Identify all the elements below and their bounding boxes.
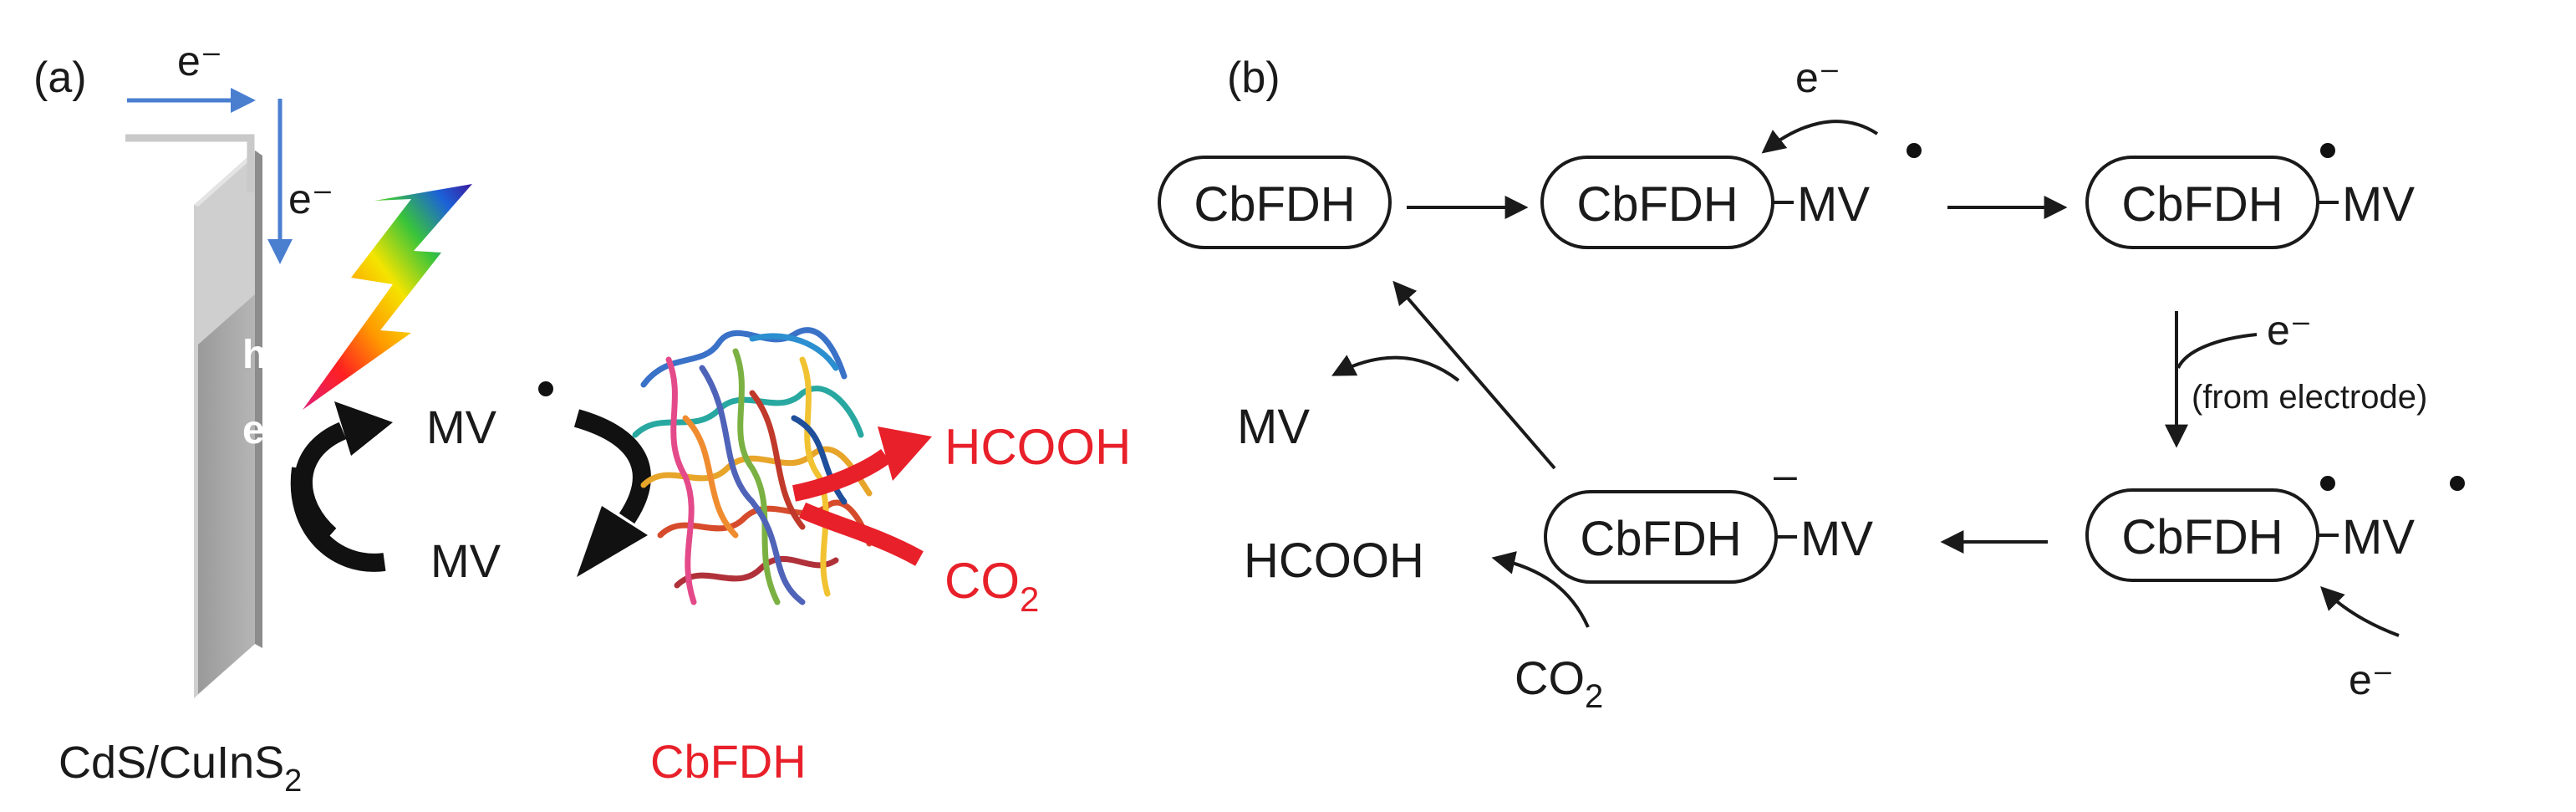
- panel-b-label: (b): [1227, 54, 1280, 102]
- mv-radical-label: MV: [426, 401, 497, 453]
- mv-released-label: MV: [1237, 400, 1310, 454]
- electrode-label-base: CdS/CuInS: [59, 738, 284, 788]
- enzyme-node-1-label: CbFDH: [1194, 177, 1355, 232]
- mv-node-3: MV: [2342, 177, 2415, 232]
- from-electrode-label: (from electrode): [2192, 379, 2427, 416]
- radical-dot-node-3: [2320, 143, 2335, 158]
- panel-a: (a) e⁻ e⁻ h⁺ e⁻ MV: [33, 38, 1131, 799]
- electrode-label-sub: 2: [284, 763, 302, 799]
- electron-input-curve: [2176, 333, 2258, 369]
- protein-ribbon-icon: [632, 327, 873, 605]
- electrode-top-edge: [194, 151, 259, 207]
- co2-to-hcooh-arrow: [1491, 551, 1590, 628]
- enzyme-label: CbFDH: [650, 735, 807, 788]
- radical-dot-node-4-enzyme: [2320, 476, 2335, 491]
- electron-label-lead: e⁻: [288, 176, 333, 222]
- enzyme-node-2-label: CbFDH: [1576, 177, 1738, 232]
- product-arrowhead: [878, 426, 932, 481]
- electron-label-right: e⁻: [2267, 307, 2312, 354]
- co2-label: CO2: [1515, 651, 1603, 715]
- substrate-label: CO2: [944, 553, 1039, 619]
- mv-node-5: MV: [1800, 512, 1873, 566]
- enzyme-node-3-label: CbFDH: [2121, 177, 2283, 232]
- enzyme-node-5-label: CbFDH: [1580, 512, 1741, 566]
- electrode-front-face: [198, 294, 255, 694]
- electrode-label: CdS/CuInS2: [59, 738, 302, 799]
- substrate-label-base: CO: [944, 553, 1020, 609]
- radical-dot-node-4-mv: [2450, 476, 2465, 491]
- panel-b: (b) CbFDH CbFDH MV e⁻ CbFDH MV e⁻ (from …: [1158, 54, 2465, 715]
- enzyme-node-4-label: CbFDH: [2121, 510, 2283, 564]
- negative-charge-sign: –: [1774, 452, 1797, 498]
- hcooh-label: HCOOH: [1244, 534, 1424, 588]
- mv-oxidation-arrowhead: [577, 506, 648, 577]
- arrow-5-to-1: [1392, 280, 1556, 470]
- product-label: HCOOH: [944, 419, 1131, 475]
- electron-label-top: e⁻: [1795, 54, 1840, 101]
- electrode: [194, 151, 262, 698]
- enzyme-node-1: [1158, 156, 1392, 249]
- external-circuit: e⁻ e⁻: [125, 38, 333, 264]
- electron-transfer-arrow-bottom: [2320, 586, 2400, 637]
- mv-node-2: MV: [1797, 177, 1870, 232]
- substrate-label-sub: 2: [1020, 580, 1039, 619]
- mv-oxidation-arrow: [573, 409, 651, 524]
- mv-node-4: MV: [2342, 510, 2415, 564]
- electron-transfer-arrow-top: [1761, 120, 1879, 154]
- co2-label-base: CO: [1515, 651, 1585, 704]
- electron-label-top: e⁻: [177, 38, 222, 84]
- substrate-arrow: [798, 502, 924, 566]
- co2-label-sub: 2: [1585, 678, 1603, 715]
- radical-dot-node-2: [1907, 143, 1922, 158]
- radical-dot: [538, 381, 553, 396]
- lightning-rainbow-icon: [303, 184, 472, 410]
- mv-cycle-arrows: [290, 401, 651, 577]
- wire-lead: [125, 134, 255, 192]
- mv-label: MV: [430, 534, 501, 587]
- mv-reduction-arrowhead: [334, 401, 393, 456]
- electrode-edge: [255, 151, 262, 648]
- electron-label-bottom: e⁻: [2349, 656, 2394, 703]
- panel-a-label: (a): [33, 54, 87, 102]
- product-arrow: [792, 448, 891, 502]
- hole-label: h⁺: [242, 333, 288, 377]
- mv-return-arrow: [290, 467, 386, 572]
- mv-release-arrow: [1331, 355, 1460, 382]
- electron-on-electrode-label: e⁻: [242, 408, 286, 452]
